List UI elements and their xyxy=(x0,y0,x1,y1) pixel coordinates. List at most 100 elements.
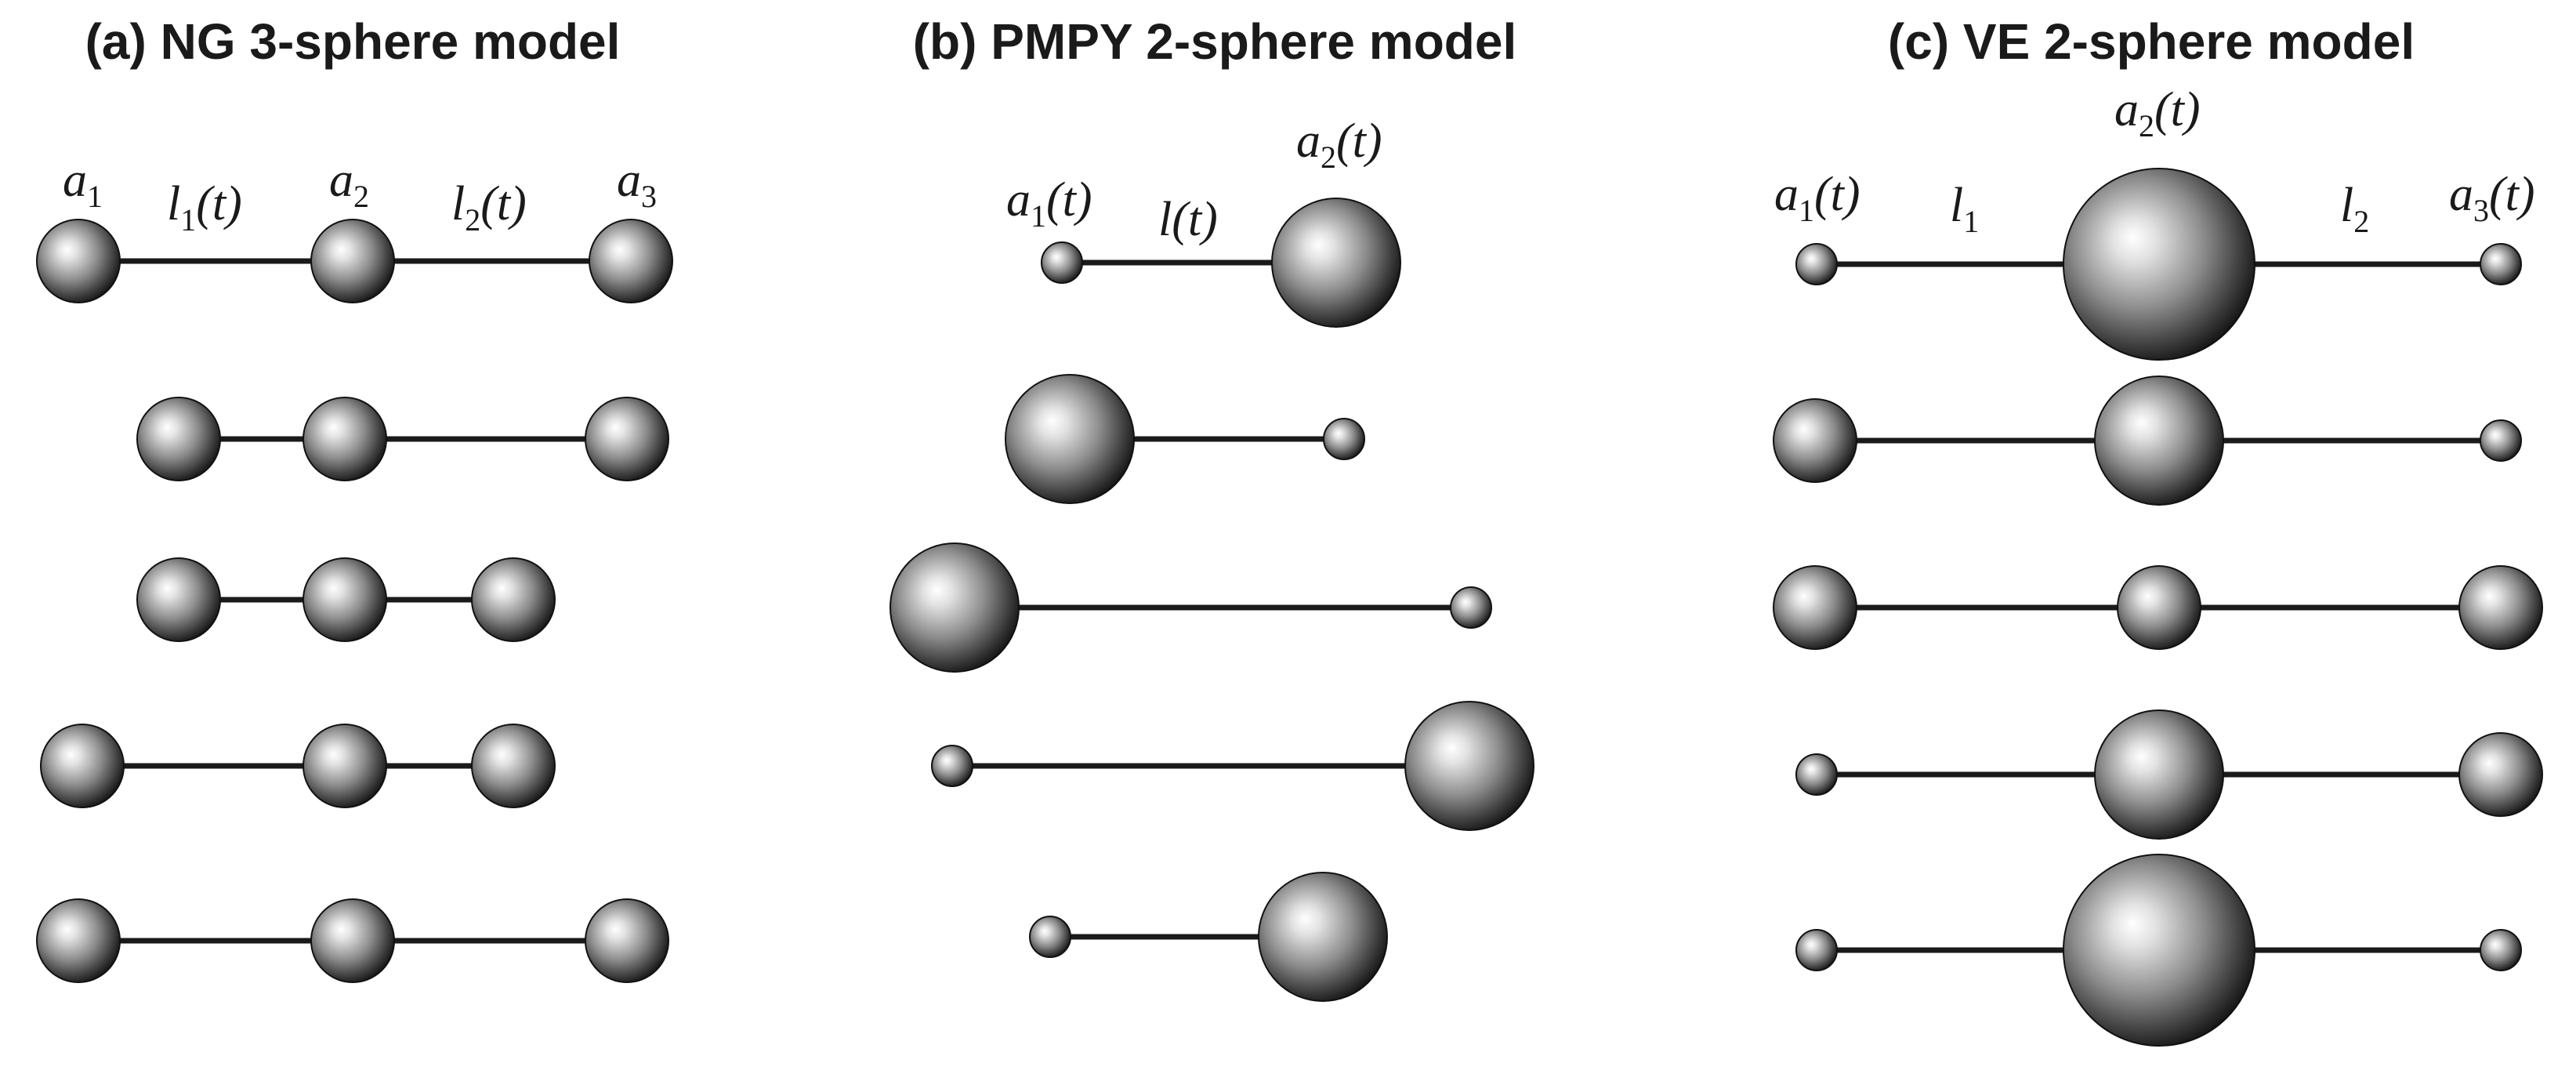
swimmer-config-panel-c-row-4 xyxy=(1795,709,2543,840)
swimmer-config-panel-c-row-5 xyxy=(1795,854,2522,1047)
sphere-2 xyxy=(310,219,395,303)
sphere-2 xyxy=(303,397,387,481)
sphere-3 xyxy=(2458,565,2543,650)
sphere-1 xyxy=(40,724,125,808)
label-arg: (t) xyxy=(1172,193,1218,246)
label-base: a xyxy=(1296,114,1321,168)
label-a1t-panel-b: a1(t) xyxy=(1006,173,1092,234)
sphere-1 xyxy=(1795,929,1838,971)
label-sub: 2 xyxy=(353,179,369,214)
sphere-1 xyxy=(36,898,121,983)
sphere-2 xyxy=(2063,168,2255,361)
sphere-2 xyxy=(2094,376,2224,506)
sphere-1 xyxy=(1795,243,1838,285)
sphere-1 xyxy=(1041,241,1083,284)
sphere-1 xyxy=(136,397,221,481)
sphere-2 xyxy=(303,557,387,642)
label-sub: 2 xyxy=(2353,204,2369,239)
sphere-2 xyxy=(1258,872,1388,1002)
panel-c-title: (c) VE 2-sphere model xyxy=(1888,13,2415,70)
label-arg: (t) xyxy=(1336,114,1382,168)
swimmer-config-panel-c-row-3 xyxy=(1773,565,2543,650)
sphere-2 xyxy=(1450,586,1492,629)
label-base: l xyxy=(2340,179,2353,232)
label-sub: 1 xyxy=(87,179,103,214)
swimmer-config-panel-b-row-4 xyxy=(931,701,1534,831)
sphere-2 xyxy=(1323,418,1365,460)
sphere-1 xyxy=(1773,565,1857,650)
label-base: a xyxy=(329,154,353,207)
label-base: a xyxy=(2114,83,2139,136)
sphere-3 xyxy=(589,219,673,303)
sphere-3 xyxy=(2480,243,2522,285)
sphere-3 xyxy=(471,557,556,642)
label-sub: 3 xyxy=(641,179,657,214)
swimmer-config-panel-a-row-1 xyxy=(36,219,673,303)
swimmer-config-panel-b-row-1 xyxy=(1041,198,1401,328)
sphere-1 xyxy=(1773,398,1857,483)
label-base: l xyxy=(1950,179,1963,232)
swimmer-configurations xyxy=(36,168,2543,1047)
sphere-2 xyxy=(303,724,387,808)
sphere-3 xyxy=(585,397,669,481)
label-arg: (t) xyxy=(1046,173,1092,227)
label-sub: 2 xyxy=(465,202,480,238)
label-arg: (t) xyxy=(480,177,527,230)
label-l2t-panel-a: l2(t) xyxy=(451,177,527,238)
label-arg: (t) xyxy=(2489,168,2535,221)
label-base: a xyxy=(2449,168,2473,221)
label-a1-panel-a: a1 xyxy=(63,154,103,214)
label-a1t-panel-c: a1(t) xyxy=(1774,168,1860,228)
sphere-1 xyxy=(36,219,121,303)
label-base: a xyxy=(617,154,641,207)
sphere-3 xyxy=(2480,929,2522,971)
label-base: a xyxy=(1774,168,1799,221)
panel-a-title: (a) NG 3-sphere model xyxy=(85,13,621,70)
label-a3t-panel-c: a3(t) xyxy=(2449,168,2535,228)
label-sub: 1 xyxy=(180,202,196,238)
sphere-3 xyxy=(585,898,669,983)
swimmer-config-panel-a-row-2 xyxy=(136,397,669,481)
label-sub: 1 xyxy=(1963,204,1979,239)
label-a2t-panel-b: a2(t) xyxy=(1296,114,1382,175)
label-l1-panel-c: l1 xyxy=(1950,179,1979,239)
label-sub: 2 xyxy=(1321,140,1336,175)
label-sub: 2 xyxy=(2139,108,2154,143)
label-arg: (t) xyxy=(196,177,242,230)
label-l2-panel-c: l2 xyxy=(2340,179,2369,239)
swimmer-config-panel-a-row-4 xyxy=(40,724,556,808)
label-a3-panel-a: a3 xyxy=(617,154,657,214)
sphere-1 xyxy=(931,745,973,787)
sphere-2 xyxy=(2117,565,2201,650)
sphere-3 xyxy=(471,724,556,808)
swimmer-config-panel-b-row-2 xyxy=(1005,374,1365,504)
sphere-1 xyxy=(889,542,1020,673)
label-base: l xyxy=(1158,193,1172,246)
sphere-1 xyxy=(1795,753,1838,796)
label-a2t-panel-c: a2(t) xyxy=(2114,83,2201,143)
sphere-2 xyxy=(1271,198,1401,328)
sphere-1 xyxy=(1005,374,1135,504)
sphere-2 xyxy=(310,898,395,983)
sphere-3 xyxy=(2480,419,2522,462)
label-sub: 1 xyxy=(1031,198,1046,234)
label-sub: 3 xyxy=(2473,193,2489,228)
label-base: a xyxy=(1006,173,1031,227)
swimmer-config-panel-c-row-1 xyxy=(1795,168,2522,361)
sphere-1 xyxy=(1029,916,1071,958)
label-sub: 1 xyxy=(1799,193,1814,228)
sphere-2 xyxy=(2094,709,2224,840)
swimmer-config-panel-b-row-3 xyxy=(889,542,1492,673)
label-lt-panel-b: l(t) xyxy=(1158,193,1218,246)
sphere-1 xyxy=(136,557,221,642)
label-base: l xyxy=(167,177,180,230)
label-l1t-panel-a: l1(t) xyxy=(167,177,242,238)
label-arg: (t) xyxy=(1814,168,1860,221)
label-arg: (t) xyxy=(2154,83,2201,136)
label-base: a xyxy=(63,154,87,207)
label-a2-panel-a: a2 xyxy=(329,154,369,214)
swimmer-config-panel-c-row-2 xyxy=(1773,376,2522,506)
swimmer-config-panel-a-row-5 xyxy=(36,898,669,983)
sphere-3 xyxy=(2458,732,2543,817)
